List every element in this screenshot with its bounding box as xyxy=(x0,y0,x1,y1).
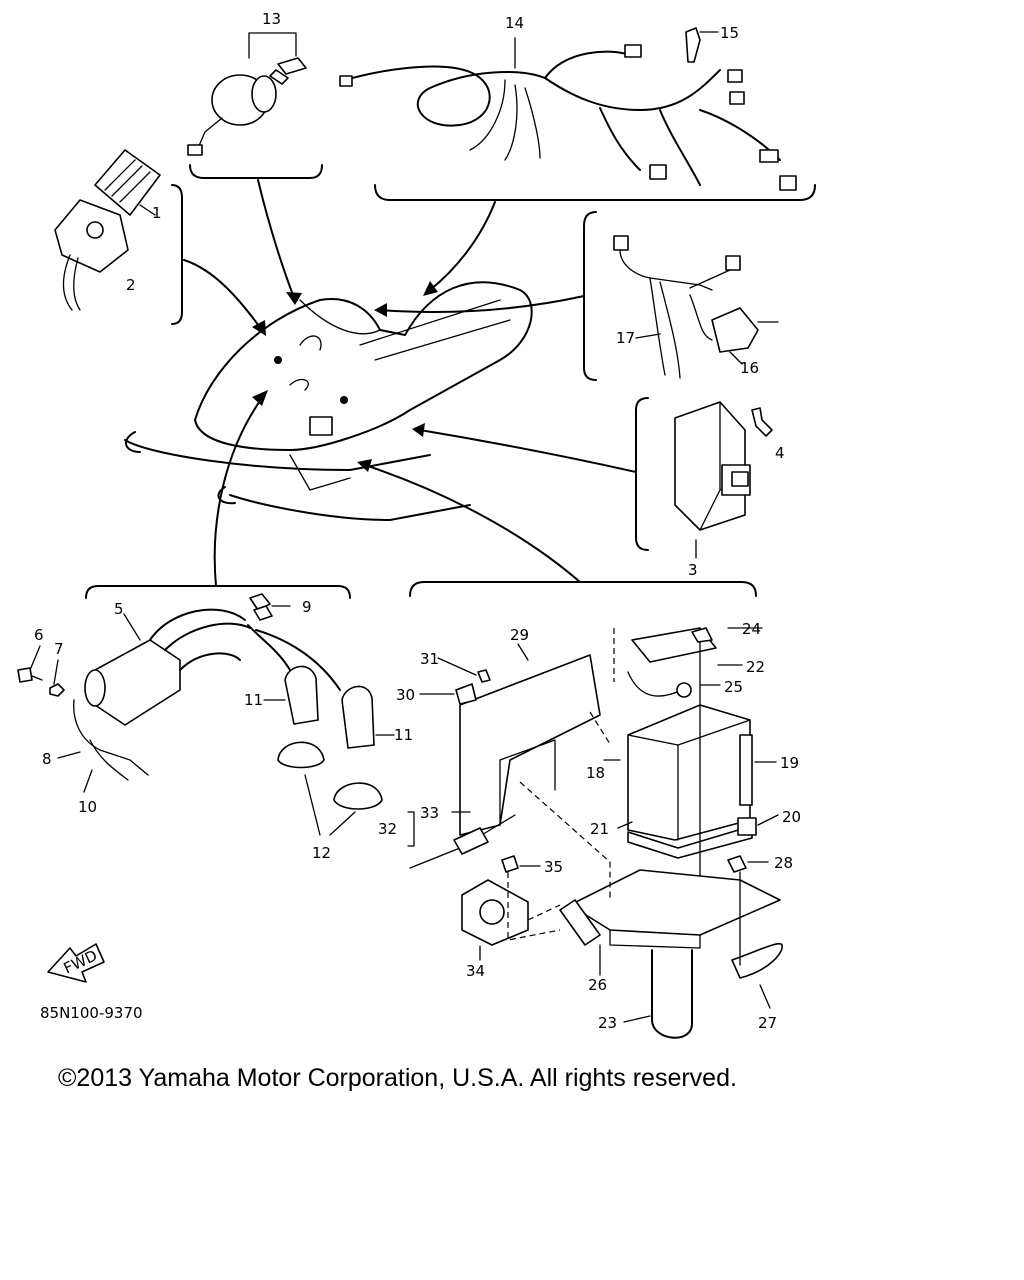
part-9-clamp xyxy=(249,593,291,621)
snowmobile-body xyxy=(124,281,533,521)
callout-29: 29 xyxy=(510,626,529,644)
part-15-key xyxy=(685,27,719,63)
part-3-4-cdi-unit xyxy=(674,401,773,559)
part-1-2-handle-switch xyxy=(54,149,161,311)
callout-19: 19 xyxy=(780,754,799,772)
callout-2: 2 xyxy=(126,276,136,294)
callout-8: 8 xyxy=(42,750,52,768)
callout-9: 9 xyxy=(302,598,312,616)
callout-27: 27 xyxy=(758,1014,777,1032)
part-16-17-switch-lead xyxy=(613,235,779,379)
callout-20: 20 xyxy=(782,808,801,826)
dashed-leaders xyxy=(507,628,615,941)
callout-6: 6 xyxy=(34,626,44,644)
pointer-arrows xyxy=(183,179,637,587)
callout-3: 3 xyxy=(688,561,698,579)
callout-26: 26 xyxy=(588,976,607,994)
callout-12: 12 xyxy=(312,844,331,862)
callout-22: 22 xyxy=(746,658,765,676)
callout-labels: 1 2 3 4 5 6 7 8 9 10 11 11 12 13 14 15 1… xyxy=(34,10,801,1032)
copyright-notice: ©2013 Yamaha Motor Corporation, U.S.A. A… xyxy=(58,1064,737,1092)
part-11-12-plug-caps xyxy=(263,665,395,836)
callout-35: 35 xyxy=(544,858,563,876)
callout-24: 24 xyxy=(742,620,761,638)
callout-34: 34 xyxy=(466,962,485,980)
callout-25: 25 xyxy=(724,678,743,696)
part-29-31-cover xyxy=(419,643,601,836)
callout-30: 30 xyxy=(396,686,415,704)
callout-15: 15 xyxy=(720,24,739,42)
callout-21: 21 xyxy=(590,820,609,838)
part-14-wire-harness xyxy=(339,37,797,191)
callout-7: 7 xyxy=(54,640,64,658)
callout-23: 23 xyxy=(598,1014,617,1032)
part-6-7-8-10-fasteners xyxy=(17,645,149,793)
callout-18: 18 xyxy=(586,764,605,782)
callout-28: 28 xyxy=(774,854,793,872)
callout-14: 14 xyxy=(505,14,524,32)
callout-16: 16 xyxy=(740,359,759,377)
drawing-code: 85N100-9370 xyxy=(40,1004,143,1022)
parts-diagram: FWD 85N100-9370 1 2 3 4 5 6 7 8 9 10 11 … xyxy=(17,10,816,1039)
callout-5: 5 xyxy=(114,600,124,618)
callout-32: 32 xyxy=(378,820,397,838)
part-5-ignition-coil xyxy=(84,608,341,726)
callout-33: 33 xyxy=(420,804,439,822)
part-18-25-battery xyxy=(603,627,779,901)
part-13-main-switch xyxy=(187,32,307,156)
fwd-arrow-icon: FWD xyxy=(47,943,105,983)
group-brackets xyxy=(85,164,816,599)
callout-31: 31 xyxy=(420,650,439,668)
callout-17: 17 xyxy=(616,329,635,347)
part-23-u-bolt xyxy=(623,949,693,1039)
callout-13: 13 xyxy=(262,10,281,28)
part-26-28-tray xyxy=(559,855,783,1009)
callout-1: 1 xyxy=(152,204,162,222)
callout-11a: 11 xyxy=(244,691,263,709)
callout-4: 4 xyxy=(775,444,785,462)
callout-10: 10 xyxy=(78,798,97,816)
callout-11b: 11 xyxy=(394,726,413,744)
part-32-35-fuse-relay xyxy=(407,811,541,961)
